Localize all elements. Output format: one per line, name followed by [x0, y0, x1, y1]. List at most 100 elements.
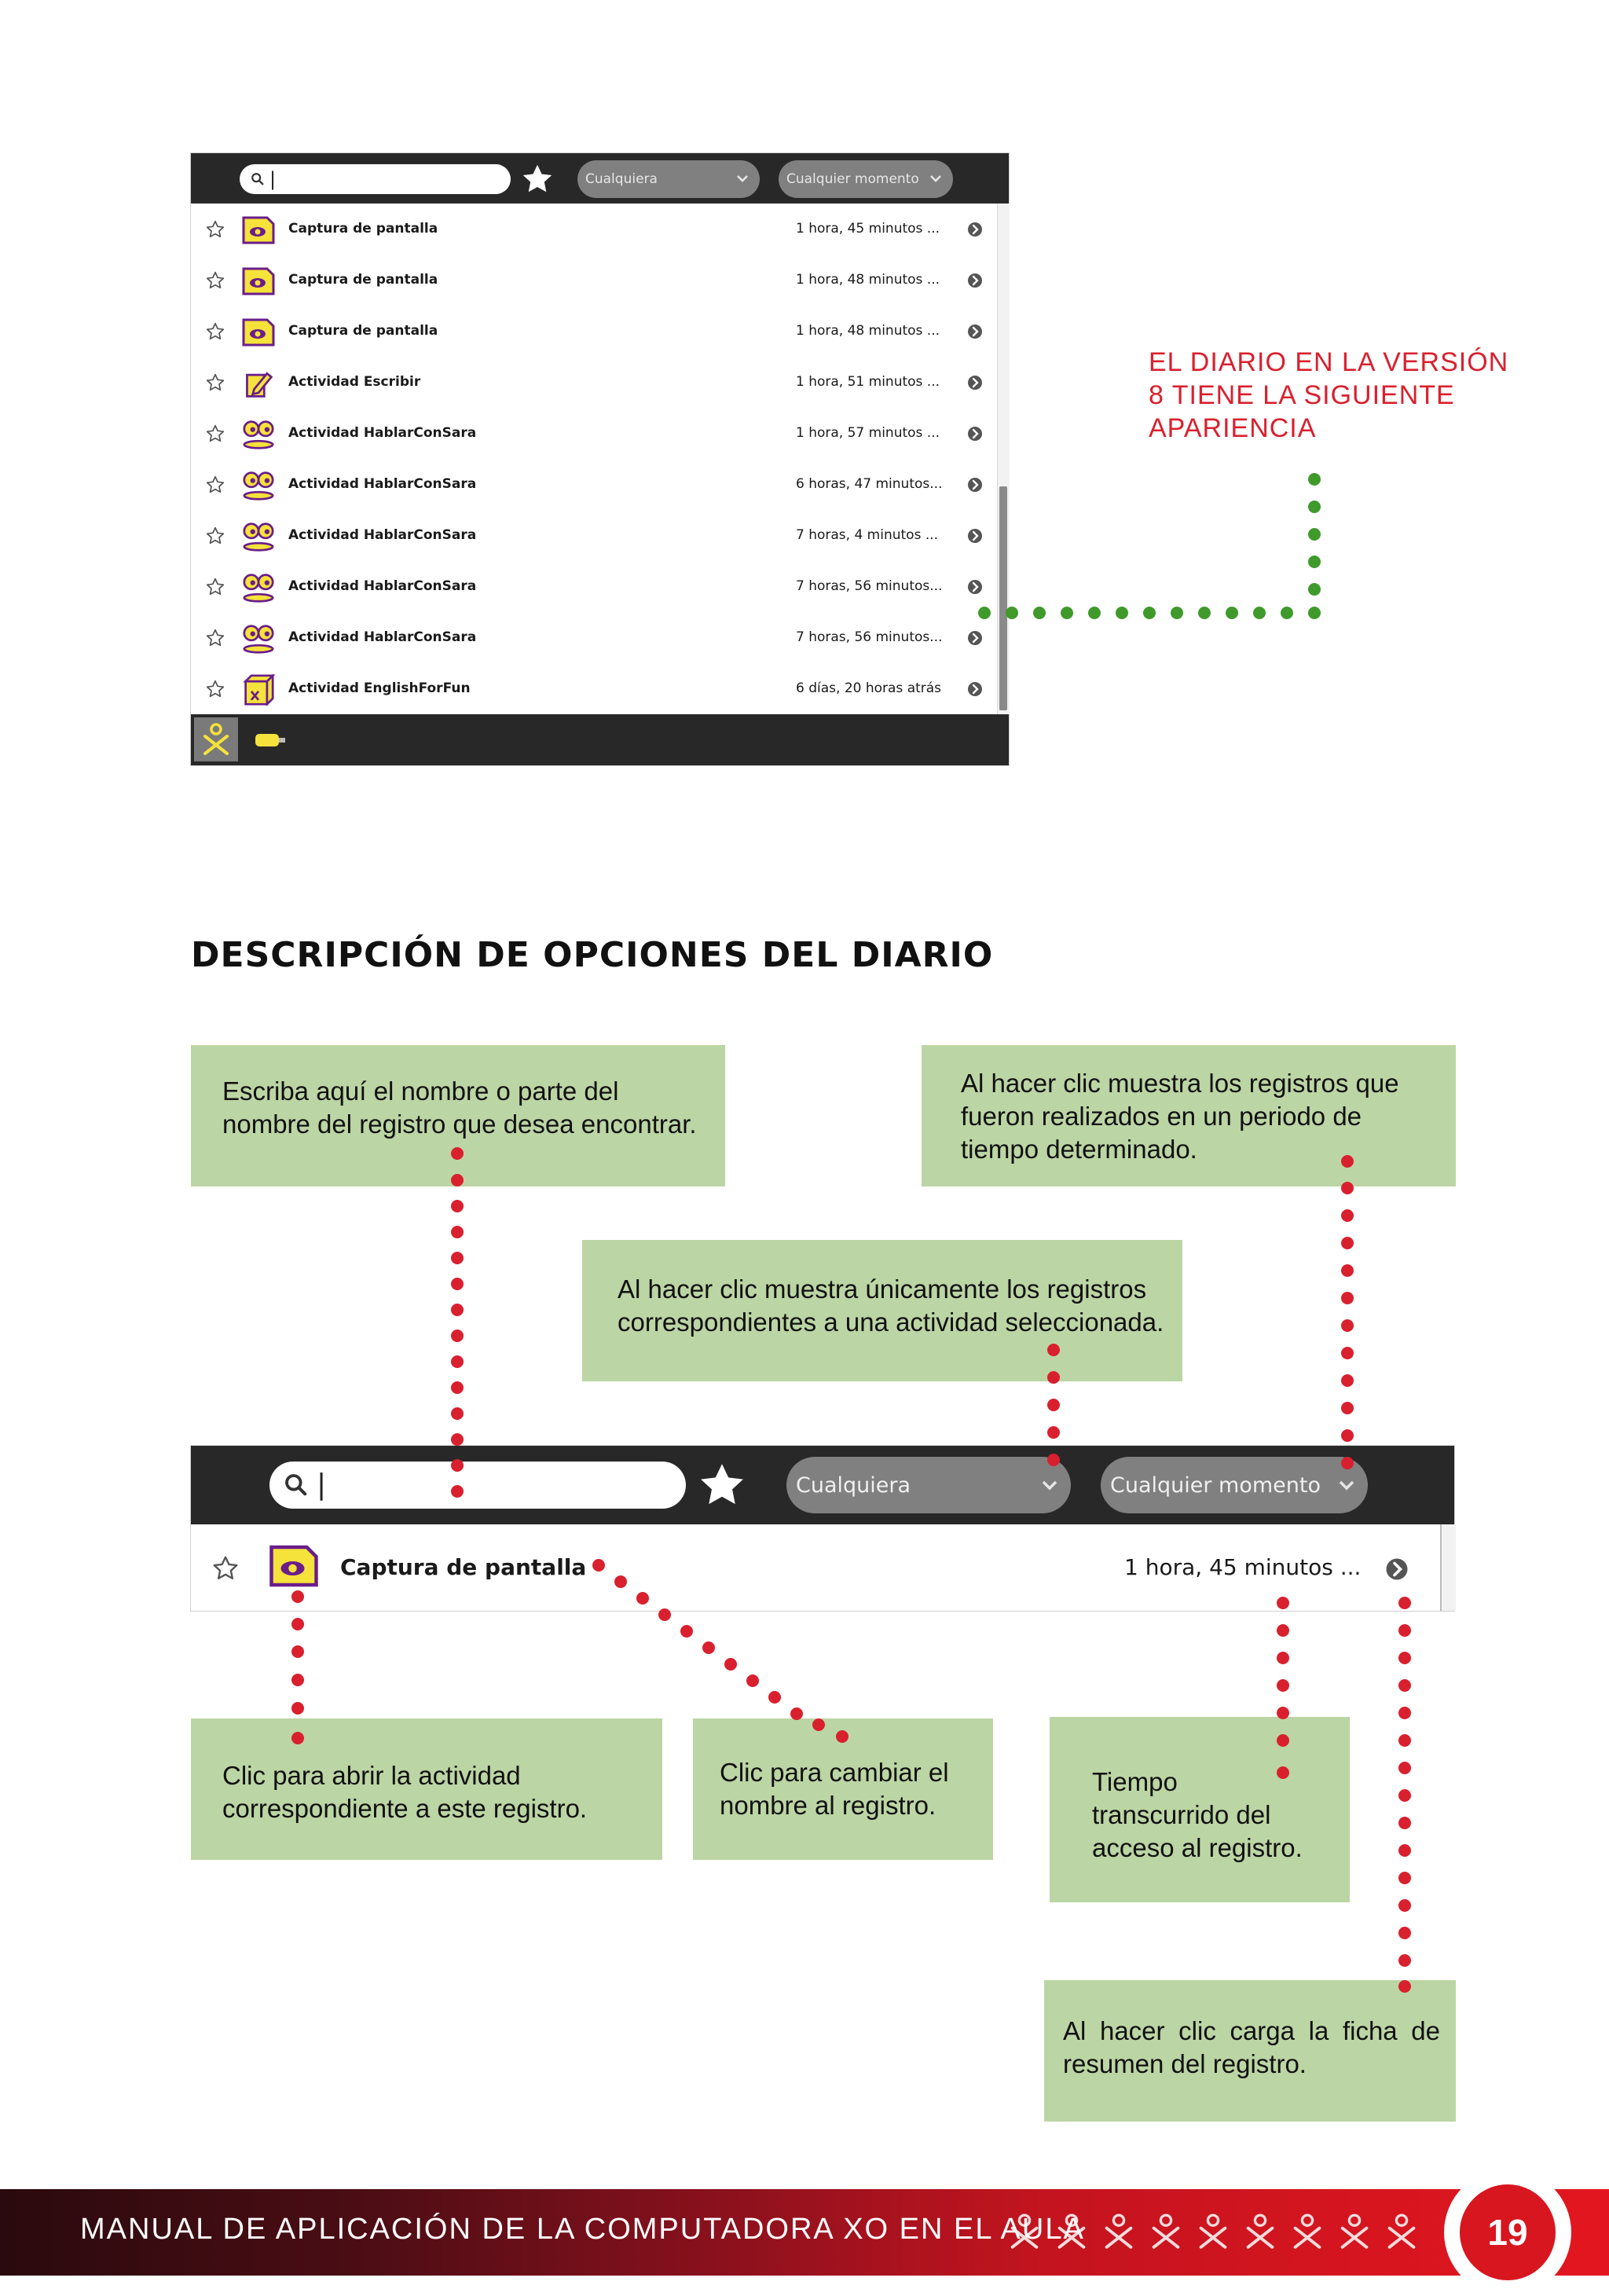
speak-activity-icon[interactable] [241, 419, 276, 450]
speak-activity-icon[interactable] [241, 572, 276, 603]
image-viewer-icon[interactable] [241, 266, 276, 297]
favorites-filter-star-icon[interactable] [695, 1458, 749, 1512]
callout-open-activity: Clic para abrir la actividad correspondi… [191, 1718, 662, 1860]
callout-time-filter: Al hacer clic muestra los registros que … [922, 1045, 1456, 1187]
favorite-star-icon[interactable] [205, 679, 225, 699]
details-arrow-icon[interactable] [967, 426, 983, 442]
section-title: DESCRIPCIÓN DE OPCIONES DEL DIARIO [191, 935, 994, 975]
entry-title[interactable]: Actividad HablarConSara [288, 425, 477, 441]
version-note: EL DIARIO EN LA VERSIÓN 8 TIENE LA SIGUI… [1149, 346, 1541, 445]
details-arrow-icon[interactable] [967, 375, 983, 391]
entry-title[interactable]: Captura de pantalla [288, 323, 438, 339]
callout-line: transcurrido del [1092, 1800, 1271, 1829]
journal-scrollbar[interactable] [997, 204, 1010, 714]
entry-title[interactable]: Actividad HablarConSara [288, 527, 477, 543]
usb-drive-icon[interactable] [254, 732, 288, 749]
scrollbar-thumb[interactable] [999, 486, 1007, 710]
search-input[interactable]: | [269, 1462, 686, 1509]
favorite-star-icon[interactable] [205, 219, 225, 240]
image-viewer-icon[interactable] [241, 317, 276, 348]
favorites-filter-star-icon[interactable] [519, 161, 555, 197]
image-viewer-icon[interactable] [268, 1543, 320, 1589]
entry-time: 1 hora, 45 minutos ... [1124, 1554, 1362, 1580]
entry-title[interactable]: Captura de pantalla [288, 272, 438, 288]
callout-line: Al hacer clic carga la ficha de [1063, 2016, 1440, 2045]
entry-title[interactable]: Actividad HablarConSara [288, 476, 477, 492]
callout-line: Al hacer clic muestra únicamente los reg… [618, 1275, 1147, 1304]
time-filter-combo[interactable]: Cualquier momento [779, 160, 953, 198]
time-filter-combo[interactable]: Cualquier momento [1101, 1457, 1368, 1513]
favorite-star-icon[interactable] [205, 628, 225, 648]
page-number-badge: 19 [1444, 2169, 1571, 2296]
search-icon [251, 173, 264, 185]
favorite-star-icon[interactable] [205, 424, 225, 444]
entry-time: 1 hora, 51 minutos ... [796, 374, 940, 390]
favorite-star-icon[interactable] [205, 526, 225, 546]
speak-activity-icon[interactable] [241, 623, 276, 655]
favorite-star-icon[interactable] [205, 321, 225, 342]
details-arrow-icon[interactable] [967, 324, 983, 339]
callout-line: correspondientes a una actividad selecci… [618, 1308, 1164, 1337]
enlarged-journal-toolbar: | Cualquiera Cualquier momento Captura d… [191, 1446, 1456, 1611]
entry-time: 6 días, 20 horas atrás [796, 680, 942, 696]
version-note-line: 8 TIENE LA SIGUIENTE [1149, 380, 1455, 410]
xo-icon [200, 722, 232, 757]
journal-entry-row[interactable]: Actividad HablarConSara 7 horas, 56 minut… [191, 612, 992, 663]
entry-time: 1 hora, 48 minutos ... [796, 323, 940, 339]
version-note-line: APARIENCIA [1149, 413, 1317, 443]
chevron-down-icon [1042, 1480, 1057, 1491]
activity-filter-combo[interactable]: Cualquiera [577, 160, 760, 198]
activity-filter-value: Cualquiera [796, 1473, 911, 1498]
entry-title[interactable]: Actividad EnglishForFun [288, 680, 471, 696]
favorite-star-icon[interactable] [205, 475, 225, 495]
favorite-star-icon[interactable] [205, 577, 225, 597]
callout-line: Tiempo [1092, 1767, 1178, 1796]
journal-entry-row[interactable]: Captura de pantalla 1 hora, 48 minutos ..… [191, 306, 992, 357]
entry-title[interactable]: Captura de pantalla [340, 1554, 587, 1580]
details-arrow-icon[interactable] [967, 222, 983, 237]
callout-line: acceso al registro. [1092, 1833, 1303, 1862]
entry-title[interactable]: Captura de pantalla [288, 221, 438, 237]
callout-details: Al hacer clic carga la ficha de resumen … [1044, 1980, 1456, 2122]
green-dotted-connector [978, 473, 1321, 619]
journal-entry-row[interactable]: Captura de pantalla 1 hora, 45 minutos .… [191, 1524, 1442, 1611]
speak-activity-icon[interactable] [241, 521, 276, 552]
entry-title[interactable]: Actividad Escribir [288, 374, 421, 390]
text-cursor: | [317, 1469, 327, 1501]
speak-activity-icon[interactable] [241, 470, 276, 501]
page-footer: MANUAL DE APLICACIÓN DE LA COMPUTADORA X… [0, 2189, 1609, 2276]
details-arrow-icon[interactable] [967, 681, 983, 697]
callout-line: Escriba aquí el nombre o parte del [222, 1076, 619, 1106]
write-activity-icon[interactable] [241, 368, 276, 399]
favorite-star-icon[interactable] [211, 1554, 240, 1583]
entry-time: 7 horas, 56 minutos... [796, 629, 943, 645]
entry-title[interactable]: Actividad HablarConSara [288, 578, 477, 594]
journal-scrollbar[interactable] [1440, 1524, 1456, 1611]
image-viewer-icon[interactable] [241, 215, 276, 246]
entry-time: 6 horas, 47 minutos... [796, 476, 943, 492]
details-arrow-icon[interactable] [967, 273, 983, 288]
favorite-star-icon[interactable] [205, 270, 225, 291]
callout-line: Al hacer clic muestra los registros que [961, 1069, 1399, 1098]
activity-bundle-icon[interactable] [241, 674, 276, 706]
journal-entry-row[interactable]: Actividad HablarConSara 6 horas, 47 minut… [191, 459, 992, 510]
activity-filter-combo[interactable]: Cualquiera [786, 1457, 1071, 1513]
page-number: 19 [1460, 2184, 1556, 2280]
chevron-down-icon [1339, 1480, 1354, 1491]
entry-title[interactable]: Actividad HablarConSara [288, 629, 477, 645]
journal-entry-row[interactable]: Actividad EnglishForFun 6 días, 20 horas … [191, 663, 992, 714]
details-arrow-icon[interactable] [1385, 1557, 1409, 1581]
activity-filter-value: Cualquiera [585, 171, 658, 187]
callout-elapsed-time: Tiempo transcurrido del acceso al regist… [1050, 1717, 1350, 1902]
search-input[interactable]: | [240, 164, 511, 194]
xo-owner-button[interactable] [194, 717, 238, 761]
favorite-star-icon[interactable] [205, 372, 225, 393]
journal-entry-row[interactable]: Actividad Escribir 1 hora, 51 minutos ... [191, 357, 992, 408]
time-filter-value: Cualquier momento [1110, 1473, 1321, 1498]
